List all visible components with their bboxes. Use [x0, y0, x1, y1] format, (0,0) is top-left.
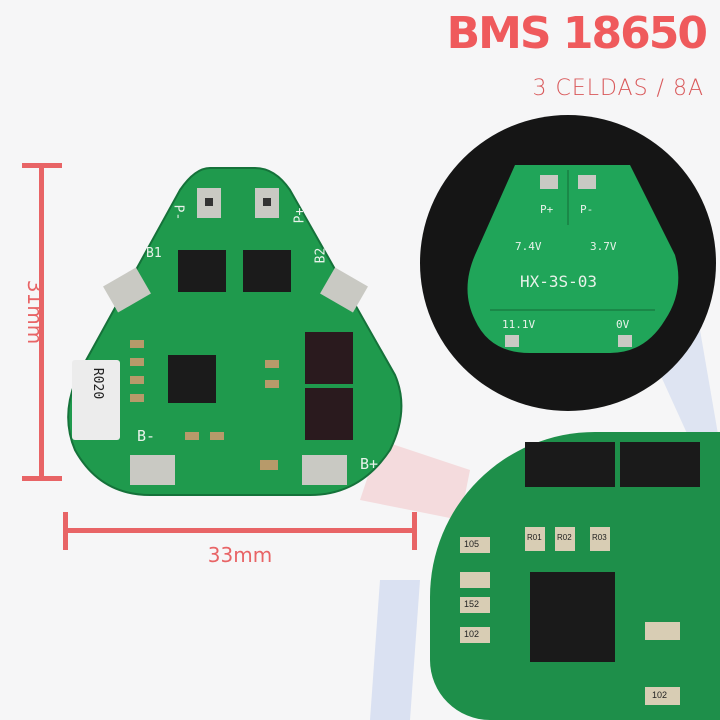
- width-label: 33mm: [207, 543, 273, 567]
- closeup-label-r02: R02: [557, 533, 572, 542]
- closeup-label-r01: R01: [527, 533, 542, 542]
- product-subtitle: 3 CELDAS / 8A: [532, 76, 704, 101]
- back-label-p-plus: P+: [540, 203, 554, 216]
- width-dimension-line: [65, 528, 415, 533]
- closeup-label-102b: 102: [652, 690, 668, 700]
- closeup-photo: 105 152 102 R01 R02 R03 102: [430, 432, 720, 720]
- label-b-plus: B+: [360, 455, 379, 473]
- back-label-model: HX-3S-03: [520, 272, 598, 291]
- bms-board: [67, 167, 403, 496]
- back-label-7-4v: 7.4V: [515, 240, 542, 253]
- height-dimension-cap-top: [22, 163, 62, 168]
- height-label: 31mm: [23, 279, 47, 345]
- closeup-label-105: 105: [464, 539, 480, 549]
- label-b1: B1: [146, 246, 162, 261]
- label-p-plus: P+: [292, 207, 308, 224]
- product-title: BMS 18650: [446, 8, 708, 59]
- back-label-11-1v: 11.1V: [502, 318, 536, 331]
- closeup-label-102: 102: [464, 629, 480, 639]
- back-view-photo: P+ P- 7.4V 3.7V HX-3S-03 11.1V 0V: [420, 115, 716, 411]
- height-dimension-line: [39, 165, 44, 478]
- width-dimension-cap-left: [63, 512, 68, 550]
- back-label-0v: 0V: [616, 318, 630, 331]
- label-resistor: R020: [90, 367, 106, 400]
- width-dimension-cap-right: [412, 512, 417, 550]
- back-label-p-minus: P-: [580, 203, 594, 216]
- label-b2: B2: [313, 247, 329, 264]
- label-p-minus: P-: [170, 204, 186, 221]
- height-dimension-cap-bottom: [22, 476, 62, 481]
- back-label-3-7v: 3.7V: [590, 240, 617, 253]
- closeup-label-r03: R03: [592, 533, 607, 542]
- closeup-label-152: 152: [464, 599, 480, 609]
- label-b-minus: B-: [137, 427, 156, 445]
